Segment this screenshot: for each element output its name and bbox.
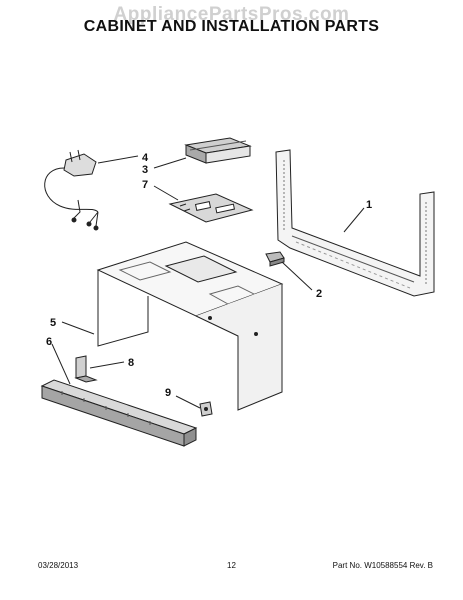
part-1-mounting-plate xyxy=(275,149,435,297)
cabinet-shell xyxy=(96,241,284,411)
callout-2: 2 xyxy=(316,288,322,300)
leader-5 xyxy=(61,321,95,335)
part-4-power-cord xyxy=(44,149,99,231)
part-6-front-trim xyxy=(40,379,198,447)
leader-8 xyxy=(89,361,125,369)
part-7-damper-plate xyxy=(168,193,254,223)
callout-4: 4 xyxy=(142,152,149,164)
footer-page-number: 12 xyxy=(227,561,236,570)
leader-6 xyxy=(51,343,71,385)
leader-2 xyxy=(281,261,313,291)
callout-6: 6 xyxy=(46,336,52,348)
callout-1: 1 xyxy=(366,199,372,211)
leader-4 xyxy=(97,155,139,164)
part-8-l-bracket xyxy=(74,355,98,383)
callout-8: 8 xyxy=(128,357,134,369)
footer-part-number: Part No. W10588554 Rev. B xyxy=(332,561,433,570)
callout-3: 3 xyxy=(142,164,148,176)
footer-date: 03/28/2013 xyxy=(38,561,79,570)
part-9-square-bracket xyxy=(199,401,213,417)
part-3-vent-bar xyxy=(184,137,252,164)
watermark: AppliancePartsPros.com xyxy=(113,4,350,25)
leader-3 xyxy=(153,157,187,169)
callout-5: 5 xyxy=(50,317,56,329)
leader-7 xyxy=(153,185,179,201)
page-title: CABINET AND INSTALLATION PARTS xyxy=(83,18,380,35)
callout-7: 7 xyxy=(142,179,148,191)
leader-9 xyxy=(175,395,201,409)
part-2-bracket-clip xyxy=(265,251,285,267)
leader-1 xyxy=(343,207,365,233)
callout-9: 9 xyxy=(165,387,171,399)
